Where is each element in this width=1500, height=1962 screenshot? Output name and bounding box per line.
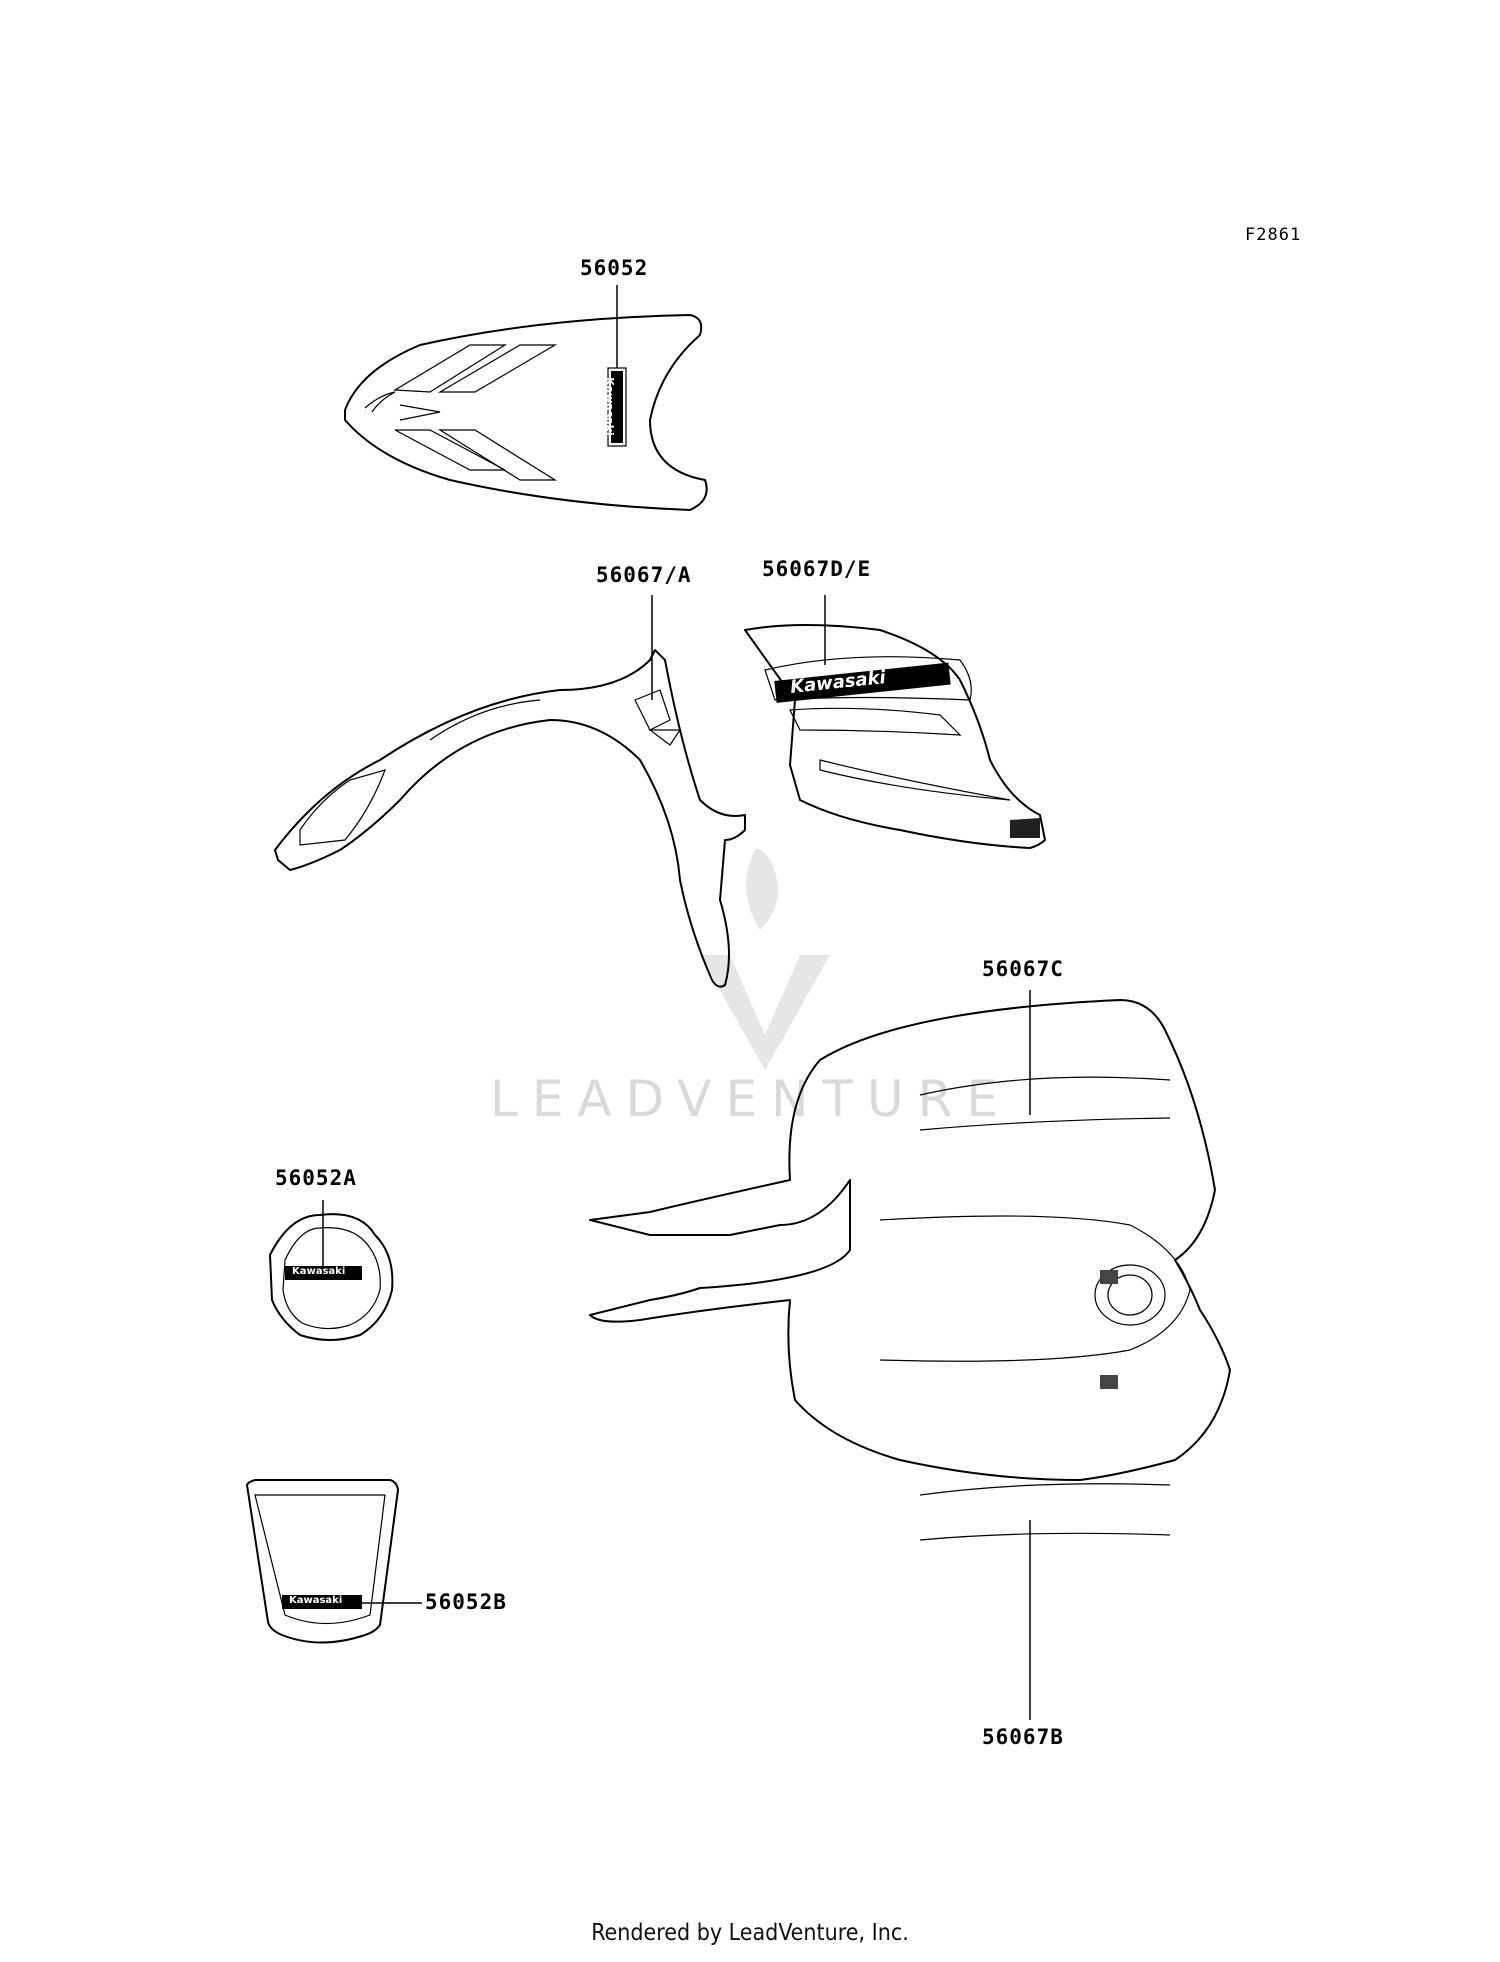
callout-56052[interactable]: 56052	[580, 256, 649, 280]
watermark-text: LEADVENTURE	[490, 1070, 1012, 1128]
front-fender-part	[274, 649, 746, 988]
decal-brand-text-56052: Kawasaki	[602, 377, 616, 436]
footer-credit: Rendered by LeadVenture, Inc.	[591, 1920, 909, 1946]
side-cover-part	[744, 624, 1046, 849]
round-cover-part	[269, 1213, 394, 1341]
callout-56052a[interactable]: 56052A	[275, 1166, 357, 1190]
callout-56067b[interactable]: 56067B	[982, 1725, 1064, 1749]
decal-brand-text-56052b: Kawasaki	[289, 1595, 343, 1606]
callout-56067de[interactable]: 56067D/E	[762, 557, 872, 581]
callout-56052b[interactable]: 56052B	[425, 1590, 507, 1614]
decal-brand-text-56052a: Kawasaki	[292, 1266, 346, 1277]
watermark-logo	[700, 848, 830, 1070]
callout-56067a[interactable]: 56067/A	[596, 563, 692, 587]
figure-ref: F2861	[1245, 225, 1302, 245]
shield-decal-part	[246, 1479, 399, 1644]
front-nose-cover-part	[344, 314, 708, 511]
callout-56067c[interactable]: 56067C	[982, 957, 1064, 981]
rear-fender-part	[589, 999, 1231, 1541]
